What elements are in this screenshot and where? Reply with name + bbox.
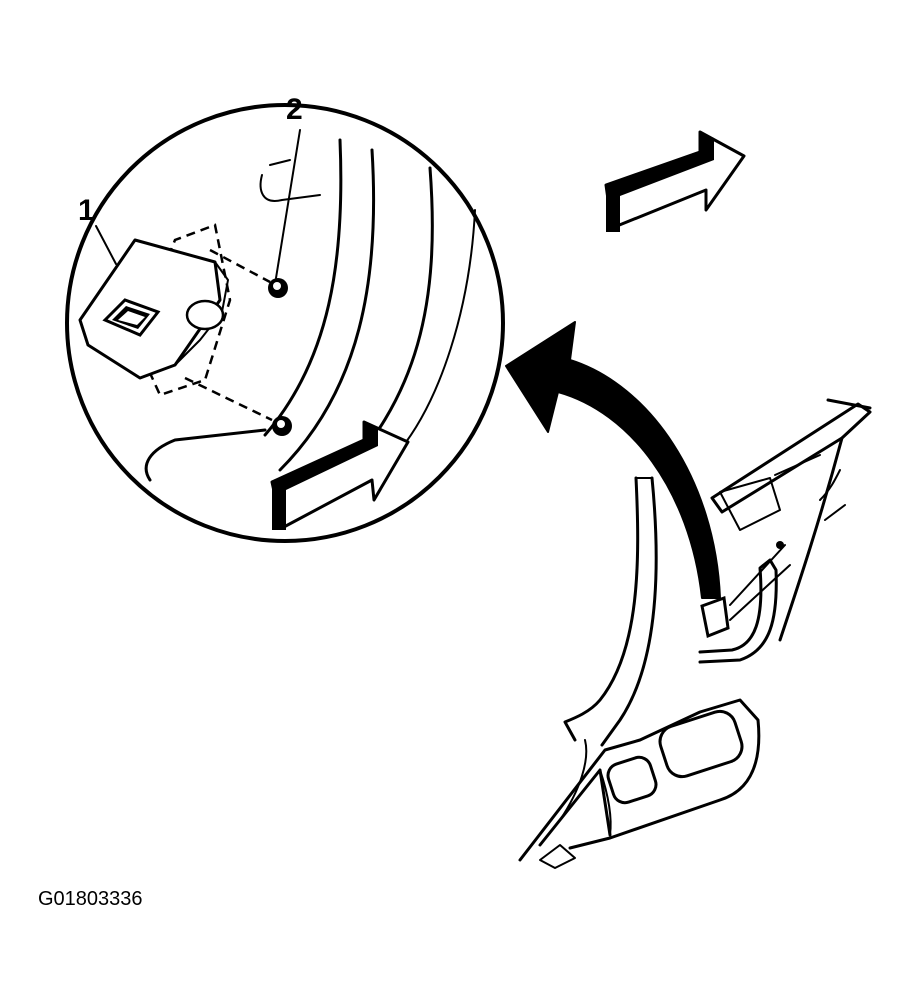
leader-line-2	[275, 129, 301, 279]
module-bracket-dashed	[133, 223, 232, 397]
leader-line-1	[95, 225, 117, 265]
figure-identifier: G01803336	[38, 888, 143, 910]
detail-view	[65, 103, 505, 543]
lower-fastener-path	[184, 376, 273, 422]
lamp-module	[78, 223, 232, 397]
panel-switch-location	[700, 595, 730, 639]
curved-pointer-arrow-icon	[505, 321, 721, 599]
detail-circle	[65, 103, 505, 543]
forward-arrow-icon	[270, 420, 410, 530]
callout-number-2: 2	[286, 93, 303, 126]
panel-opening-large	[658, 709, 744, 779]
panel-opening-small	[606, 755, 658, 805]
fasteners	[184, 248, 292, 436]
upper-fastener-path	[209, 248, 271, 284]
forward-arrow-icon	[604, 130, 746, 232]
callout-number-1: 1	[78, 194, 95, 227]
vehicle-quarter-panel	[518, 398, 872, 869]
harness-wire	[144, 428, 267, 482]
